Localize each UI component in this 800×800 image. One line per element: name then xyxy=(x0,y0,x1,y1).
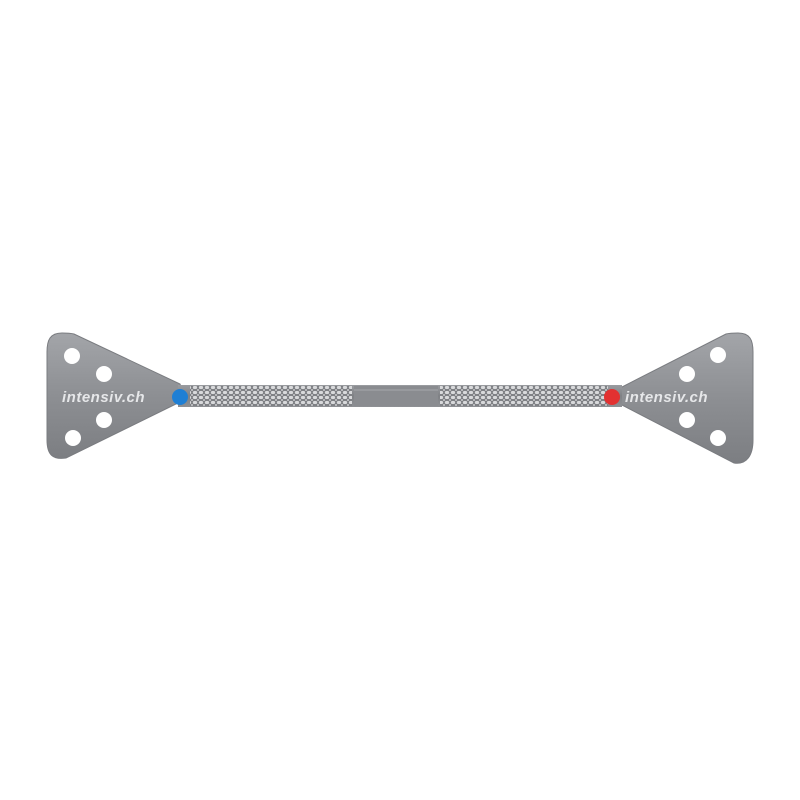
hole xyxy=(679,366,695,382)
right-plate-holes xyxy=(679,347,726,446)
brand-logo-right: intensiv.ch xyxy=(625,389,708,406)
left-end-plate xyxy=(46,332,184,459)
left-plate-holes xyxy=(64,348,112,446)
blue-marker-dot xyxy=(172,389,188,405)
hole xyxy=(710,430,726,446)
hole xyxy=(64,348,80,364)
hole xyxy=(710,347,726,363)
center-plain-segment xyxy=(354,386,438,406)
right-abrasive-segment xyxy=(440,386,608,406)
brand-logo-left: intensiv.ch xyxy=(62,389,145,406)
hole xyxy=(96,366,112,382)
red-marker-dot xyxy=(604,389,620,405)
hole xyxy=(679,412,695,428)
hole xyxy=(96,412,112,428)
hole xyxy=(65,430,81,446)
left-abrasive-segment xyxy=(190,386,352,406)
